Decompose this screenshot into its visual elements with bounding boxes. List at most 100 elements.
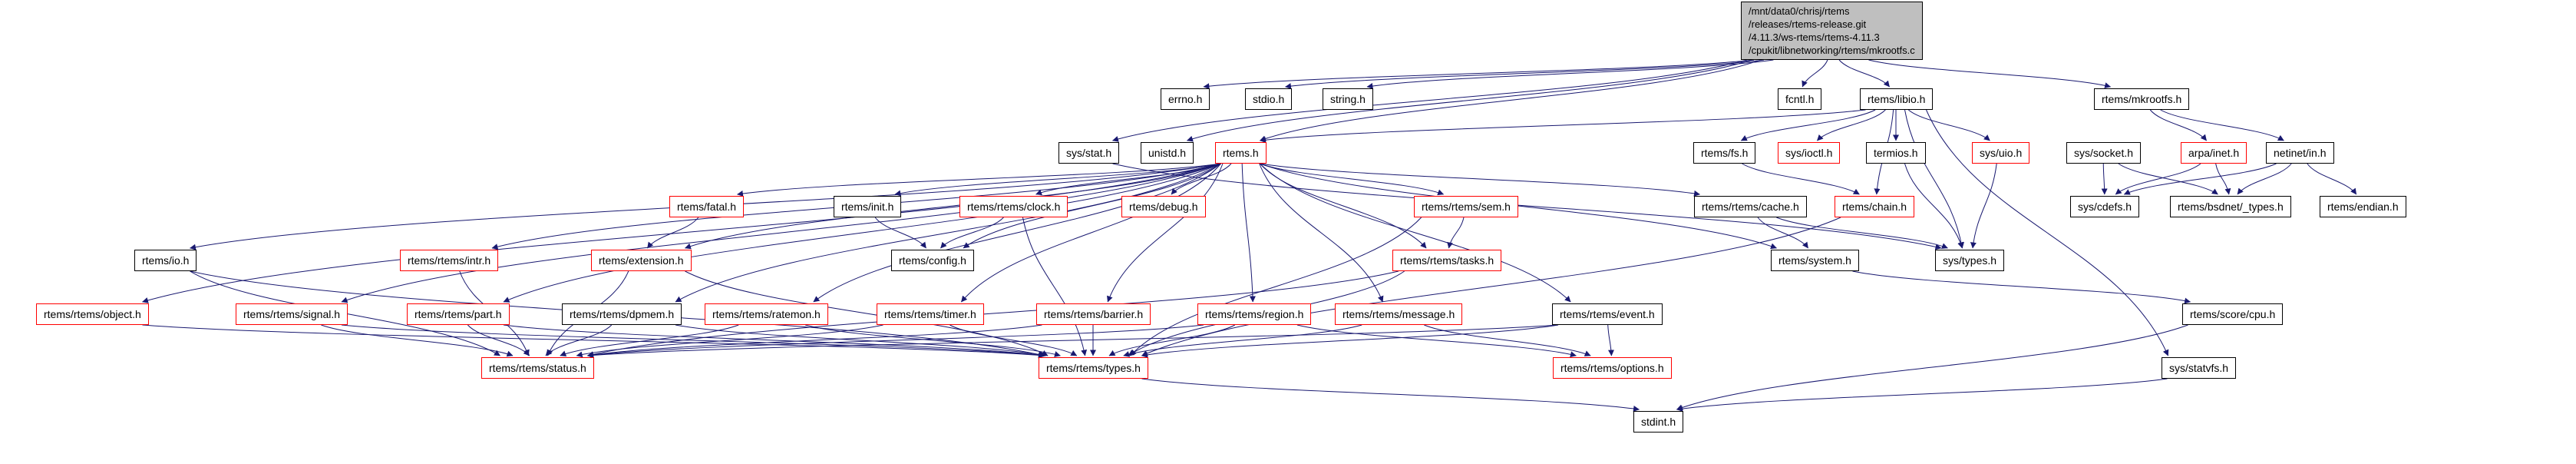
include-edge [1260, 163, 1700, 197]
include-edge [2237, 163, 2292, 195]
include-edge [1260, 163, 1777, 250]
include-edge [1802, 59, 1828, 88]
graph-node-rtems-rtems-barrier-h[interactable]: rtems/rtems/barrier.h [1036, 303, 1151, 325]
include-edge [874, 217, 926, 249]
include-edge [1107, 163, 1224, 303]
graph-node-rtems-rtems-tasks-h[interactable]: rtems/rtems/tasks.h [1392, 250, 1502, 271]
graph-node-netinet-in-h[interactable]: netinet/in.h [2266, 142, 2334, 164]
include-edge [647, 217, 699, 249]
graph-node-rtems-rtems-clock-h[interactable]: rtems/rtems/clock.h [959, 196, 1068, 217]
graph-node-rtems-config-h[interactable]: rtems/config.h [891, 250, 974, 271]
graph-node-rtems-rtems-part-h[interactable]: rtems/rtems/part.h [407, 303, 510, 325]
graph-node-sys-statvfs-h[interactable]: sys/statvfs.h [2162, 357, 2237, 379]
include-edge [587, 270, 1399, 358]
include-edge [961, 163, 1221, 303]
include-edge [1776, 217, 1948, 249]
include-edge [587, 324, 1559, 359]
graph-node-stdint-h[interactable]: stdint.h [1633, 411, 1684, 433]
graph-node-rtems-libio-h[interactable]: rtems/libio.h [1860, 88, 1934, 110]
graph-node-sys-ioctl-h[interactable]: sys/ioctl.h [1778, 142, 1841, 164]
include-edge [1259, 163, 1384, 303]
graph-node-sys-types-h[interactable]: sys/types.h [1935, 250, 2005, 271]
graph-node-rtems-rtems-cache-h[interactable]: rtems/rtems/cache.h [1694, 196, 1807, 217]
graph-node-rtems-rtems-ratemon-h[interactable]: rtems/rtems/ratemon.h [705, 303, 828, 325]
graph-node-rtems-rtems-region-h[interactable]: rtems/rtems/region.h [1197, 303, 1312, 325]
include-edge [1112, 163, 1942, 250]
include-edge [1260, 163, 1571, 303]
graph-node-errno-h[interactable]: errno.h [1161, 88, 1210, 110]
graph-node-sys-stat-h[interactable]: sys/stat.h [1058, 142, 1120, 164]
include-edge [560, 324, 739, 357]
include-edge [675, 324, 1047, 358]
graph-node-rtems-system-h[interactable]: rtems/system.h [1771, 250, 1859, 271]
graph-node-rtems-rtems-timer-h[interactable]: rtems/rtems/timer.h [877, 303, 984, 325]
graph-node-rtems-rtems-options-h[interactable]: rtems/rtems/options.h [1553, 357, 1672, 379]
include-edge [1260, 163, 1445, 196]
graph-node-rtems-extension-h[interactable]: rtems/extension.h [591, 250, 692, 271]
graph-node-rtems-mkrootfs-h[interactable]: rtems/mkrootfs.h [2094, 88, 2190, 110]
graph-root-node: /mnt/data0/chrisj/rtems /releases/rtems-… [1741, 2, 1923, 60]
include-edge [467, 324, 530, 356]
graph-node-sys-uio-h[interactable]: sys/uio.h [1972, 142, 2030, 164]
graph-node-rtems-rtems-event-h[interactable]: rtems/rtems/event.h [1552, 303, 1663, 325]
include-edge [1241, 163, 1256, 303]
graph-node-rtems-rtems-intr-h[interactable]: rtems/rtems/intr.h [400, 250, 499, 271]
include-edge [1112, 59, 1747, 142]
include-edge [1904, 109, 1964, 249]
edge-group [142, 59, 2357, 412]
graph-node-sys-socket-h[interactable]: sys/socket.h [2066, 142, 2142, 164]
graph-node-unistd-h[interactable]: unistd.h [1141, 142, 1194, 164]
graph-node-rtems-endian-h[interactable]: rtems/endian.h [2320, 196, 2406, 217]
include-edge [2149, 109, 2207, 141]
graph-node-rtems-rtems-status-h[interactable]: rtems/rtems/status.h [481, 357, 594, 379]
graph-node-termios-h[interactable]: termios.h [1866, 142, 1926, 164]
graph-node-rtems-score-cpu-h[interactable]: rtems/score/cpu.h [2182, 303, 2284, 325]
graph-node-rtems-rtems-sem-h[interactable]: rtems/rtems/sem.h [1414, 196, 1518, 217]
include-edge [1285, 59, 1764, 90]
graph-node-rtems-rtems-message-h[interactable]: rtems/rtems/message.h [1335, 303, 1463, 325]
include-edge [1141, 217, 1841, 356]
graph-node-rtems-rtems-types-h[interactable]: rtems/rtems/types.h [1039, 357, 1148, 379]
include-edge [1838, 59, 1890, 88]
graph-node-rtems-fs-h[interactable]: rtems/fs.h [1693, 142, 1756, 164]
include-edge [1676, 378, 2168, 412]
graph-node-rtems-bsdnet-types-h[interactable]: rtems/bsdnet/_types.h [2170, 196, 2291, 217]
include-edge [1757, 217, 1809, 249]
include-edge [1296, 324, 1577, 358]
include-edge [576, 324, 883, 358]
include-edge [503, 324, 1045, 359]
include-edge [1447, 217, 1465, 249]
include-edge [1130, 217, 1422, 356]
graph-node-rtems-fatal-h[interactable]: rtems/fatal.h [669, 196, 745, 217]
graph-node-rtems-rtems-signal-h[interactable]: rtems/rtems/signal.h [236, 303, 348, 325]
graph-node-sys-cdefs-h[interactable]: sys/cdefs.h [2070, 196, 2140, 217]
graph-node-stdio-h[interactable]: stdio.h [1245, 88, 1293, 110]
include-edge [1108, 324, 1236, 356]
include-edge [1740, 109, 1876, 141]
include-edge [1141, 324, 1559, 358]
include-edge [545, 324, 613, 356]
include-edge [1607, 324, 1615, 356]
graph-node-string-h[interactable]: string.h [1323, 88, 1373, 110]
graph-node-rtems-h[interactable]: rtems.h [1215, 142, 1267, 164]
include-edge [1260, 163, 1427, 249]
graph-node-fcntl-h[interactable]: fcntl.h [1778, 88, 1822, 110]
include-edge [1424, 324, 1591, 356]
include-edge [1171, 163, 1232, 195]
include-edge [142, 324, 1045, 359]
include-edge [503, 163, 1221, 303]
include-edge [1676, 324, 2188, 411]
graph-node-rtems-debug-h[interactable]: rtems/debug.h [1121, 196, 1206, 217]
graph-node-rtems-init-h[interactable]: rtems/init.h [834, 196, 902, 217]
include-edge [2215, 163, 2231, 195]
include-edge [142, 163, 1221, 303]
include-edge [587, 324, 1204, 359]
include-edge [2307, 163, 2357, 195]
graph-node-rtems-rtems-dpmem-h[interactable]: rtems/rtems/dpmem.h [562, 303, 682, 325]
graph-node-rtems-chain-h[interactable]: rtems/chain.h [1835, 196, 1915, 217]
include-edge [1852, 270, 2191, 304]
include-edge [737, 163, 1221, 197]
graph-node-rtems-io-h[interactable]: rtems/io.h [134, 250, 197, 271]
graph-node-rtems-rtems-object-h[interactable]: rtems/rtems/object.h [36, 303, 149, 325]
graph-node-arpa-inet-h[interactable]: arpa/inet.h [2181, 142, 2247, 164]
